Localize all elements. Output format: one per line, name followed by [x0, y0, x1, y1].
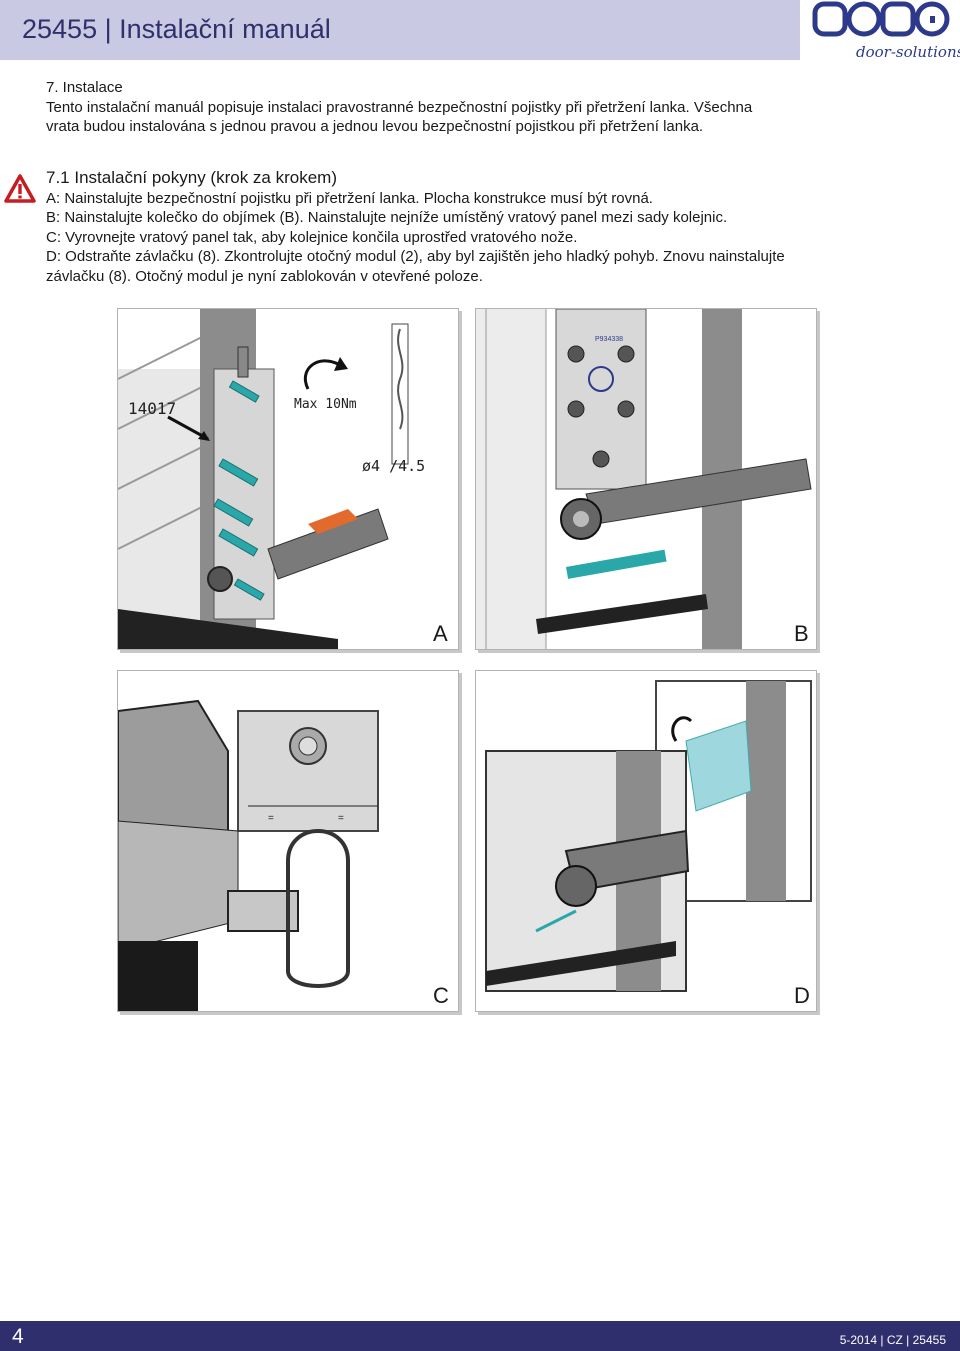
figure-a-drawing [118, 309, 409, 649]
logo-tagline: door-solutions [856, 43, 960, 61]
drill-size-label: ø4 /4.5 [362, 457, 426, 475]
figure-a-letter: A [433, 621, 448, 646]
footer-bar [0, 1321, 960, 1351]
figure-d: D [475, 670, 817, 1012]
step-d: D: Odstraňte závlačku (8). Zkontrolujte … [46, 248, 785, 265]
figure-d-drawing [485, 680, 812, 992]
stamp-text: P934338 [595, 336, 624, 343]
figure-b: P934338 B [475, 308, 817, 650]
step-d-cont: závlačku (8). Otočný modul je nyní zablo… [46, 267, 483, 285]
step-c: C: Vyrovnejte vratový panel tak, aby kol… [46, 228, 578, 246]
torque-label: Max 10Nm [294, 397, 357, 412]
doco-logo [812, 1, 950, 37]
figure-d-letter: D [794, 983, 810, 1008]
section-title: 7. Instalace [46, 79, 123, 96]
figure-c-letter: C [433, 983, 449, 1008]
figure-b-drawing [476, 309, 812, 649]
intro-text: 7. Instalace Tento instalační manuál pop… [46, 78, 846, 137]
step-b: B: Nainstalujte kolečko do objímek (B). … [46, 209, 728, 226]
step-a: A: Nainstalujte bezpečnostní pojistku př… [46, 189, 653, 207]
figure-c-drawing: = = [118, 699, 379, 1011]
page-number: 4 [12, 1325, 24, 1348]
part-number-label: 14017 [128, 399, 177, 418]
document-title: 25455 | Instalační manuál [22, 14, 331, 44]
steps-heading: 7.1 Instalační pokyny (krok za krokem) [46, 168, 338, 187]
figure-a: 14017 Max 10Nm ø4 /4.5 A [117, 308, 459, 650]
footer-meta: 5-2014 | CZ | 25455 [839, 1333, 946, 1347]
warning-triangle-icon [4, 174, 36, 203]
svg-text:=: = [338, 813, 344, 824]
intro-line-1: Tento instalační manuál popisuje instala… [46, 98, 753, 116]
figure-b-letter: B [794, 621, 809, 646]
installation-steps: 7.1 Instalační pokyny (krok za krokem) A… [46, 168, 886, 286]
header-band [0, 0, 800, 60]
figure-c: = = C [117, 670, 459, 1012]
svg-text:=: = [268, 813, 274, 824]
intro-line-2: vrata budou instalována s jednou pravou … [46, 118, 704, 135]
